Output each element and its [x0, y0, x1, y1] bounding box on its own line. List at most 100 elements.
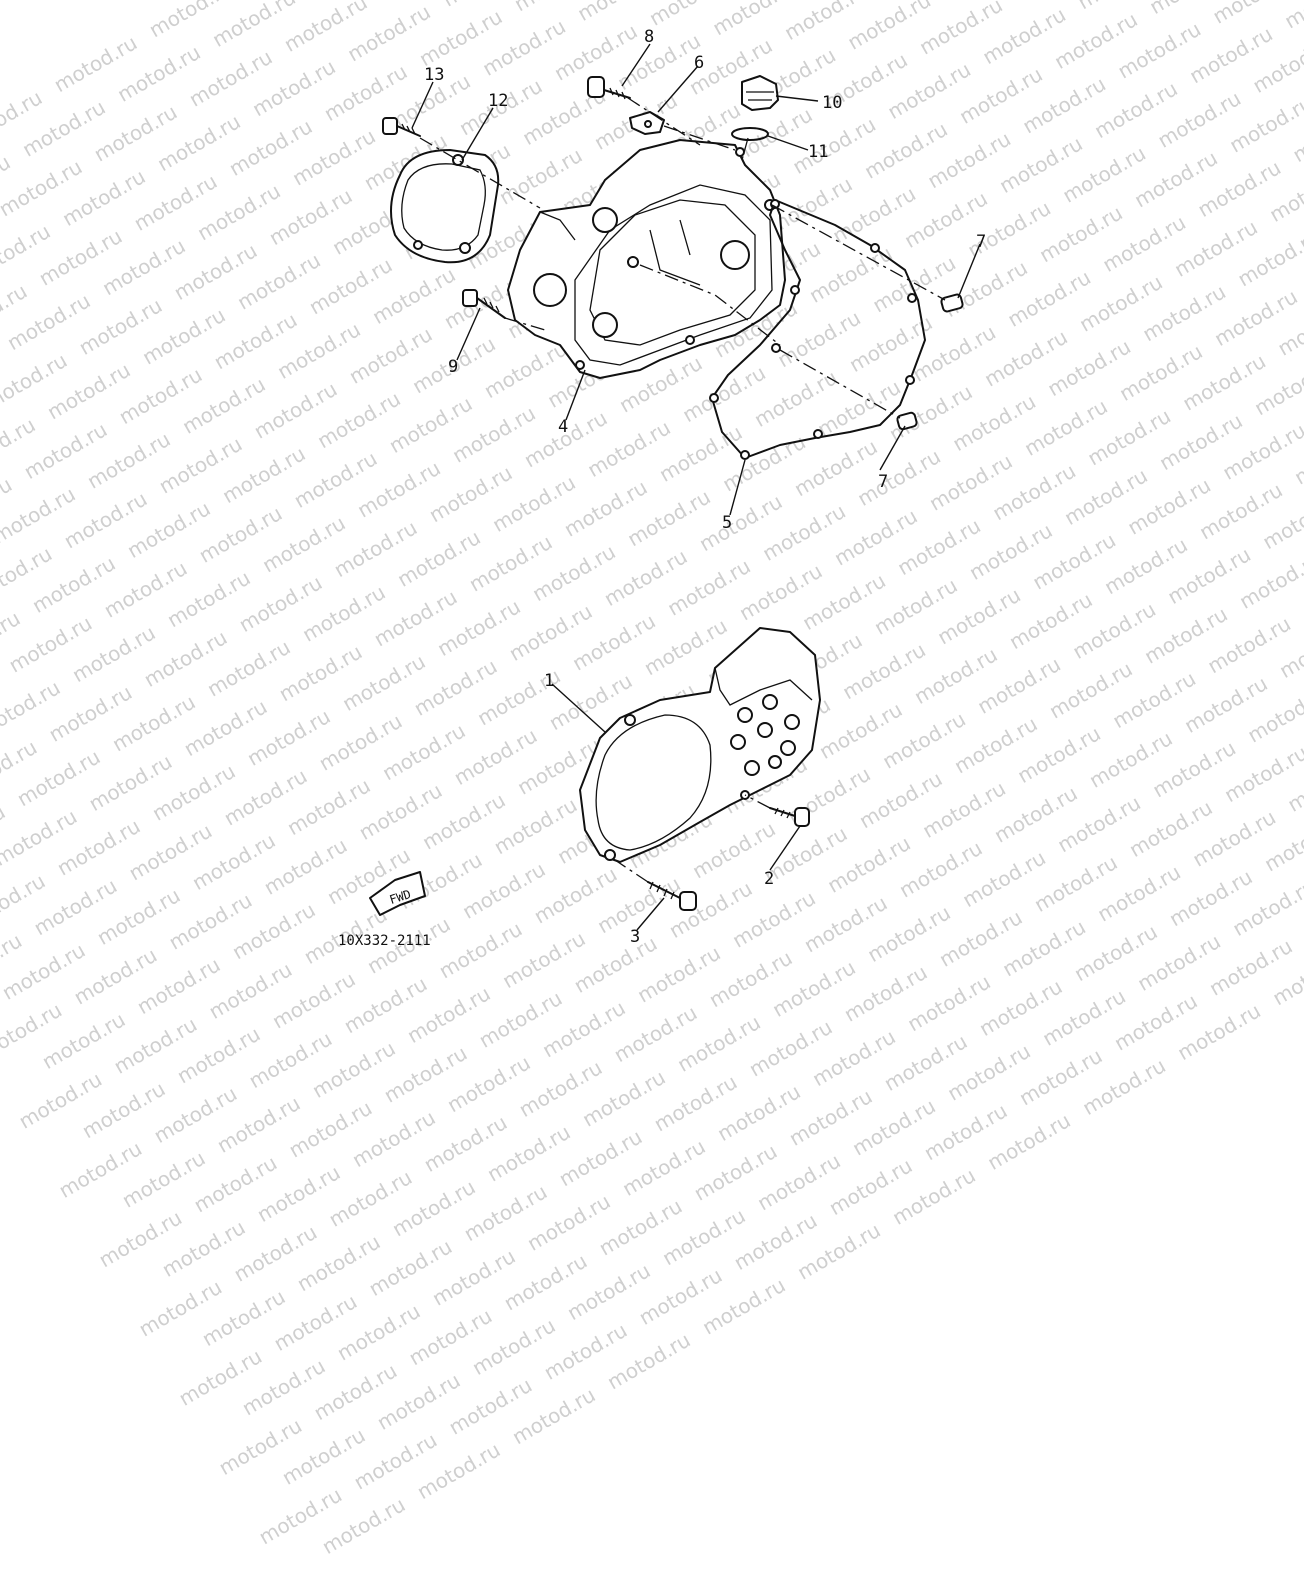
part-2-bolt [769, 807, 810, 827]
watermark-text: motod.ru [729, 1208, 822, 1275]
watermark-text: motod.ru [609, 1000, 702, 1068]
watermark-text: motod.ru [269, 1289, 362, 1356]
watermark-text: motod.ru [189, 1150, 282, 1218]
part-4-crankcase-cover [507, 139, 786, 379]
watermark-text: motod.ru [507, 1382, 600, 1450]
exploded-parts-diagram: 13 12 8 6 10 11 7 7 9 4 5 1 2 3 FWD 10X3… [338, 27, 986, 949]
watermark-text: motod.ru [483, 1119, 575, 1187]
callout-4: 4 [558, 417, 568, 437]
watermark-text: motod.ru [427, 1243, 520, 1311]
callout-7-lower: 7 [878, 472, 888, 492]
watermark-text: motod.ru [77, 1076, 170, 1144]
watermark-text: motod.ru [149, 1081, 242, 1149]
watermark-text: motod.ru [983, 1108, 1075, 1175]
watermark-text: motod.ru [618, 1134, 710, 1201]
watermark-text: motod.ru [523, 1189, 615, 1256]
watermark-text: motod.ru [403, 981, 495, 1048]
watermark-text: motod.ru [634, 1263, 727, 1330]
watermark-text: motod.ru [713, 1079, 805, 1146]
watermark-text: motod.ru [919, 1098, 1012, 1166]
callout-2: 2 [764, 869, 774, 889]
watermark-text: motod.ru [324, 1165, 417, 1232]
watermark-text: motod.ru [974, 974, 1067, 1042]
watermark-text: motod.ru [744, 1014, 837, 1082]
watermark-text: motod.ru [349, 1427, 442, 1495]
watermark-text: motod.ru [212, 1090, 305, 1158]
callout-11: 11 [808, 142, 828, 162]
part-8-bolt [587, 76, 631, 100]
watermark-text: motod.ru [594, 1193, 687, 1261]
fwd-label: FWD [388, 887, 413, 907]
watermark-text: motod.ru [467, 1313, 560, 1380]
fwd-direction-marker: FWD [369, 871, 426, 916]
part-13-bolt [382, 117, 421, 137]
watermark-text: motod.ru [214, 1413, 307, 1481]
callout-3: 3 [630, 927, 640, 947]
watermark-text: motod.ru [197, 1284, 290, 1352]
watermark-text: motod.ru [109, 1012, 202, 1079]
watermark-text: motod.ru [54, 1136, 147, 1203]
part-12-cover [390, 149, 500, 264]
watermark-text: motod.ru [443, 1050, 535, 1118]
callout-6: 6 [694, 53, 704, 73]
watermark-text: motod.ru [563, 1258, 655, 1326]
callout-7-upper: 7 [976, 232, 986, 252]
watermark-text: motod.ru [134, 1274, 227, 1342]
part-10-plug [741, 75, 779, 111]
watermark-text: motod.ru [379, 1040, 472, 1108]
watermark-text: motod.ru [1014, 1043, 1107, 1111]
watermark-text: motod.ru [698, 1272, 790, 1340]
callout-13: 13 [424, 65, 444, 85]
watermark-text: motod.ru [689, 1138, 782, 1206]
watermark-text: motod.ru [244, 1026, 337, 1094]
watermark-text: motod.ru [157, 1215, 250, 1282]
watermark-text: motod.ru [603, 1327, 695, 1395]
watermark-text: motod.ru [824, 1153, 917, 1221]
part-3-bolt [647, 881, 697, 911]
watermark-text: motod.ru [284, 1095, 377, 1163]
watermark-text: motod.ru [753, 1148, 845, 1216]
part-9-bolt [462, 289, 506, 319]
watermark-text: motod.ru [673, 1010, 765, 1077]
watermark-text: motod.ru [1109, 988, 1202, 1056]
watermark-text: motod.ru [309, 1358, 402, 1426]
watermark-text: motod.ru [174, 1344, 267, 1411]
watermark-text: motod.ru [412, 1437, 505, 1505]
watermark-text: motod.ru [1038, 983, 1130, 1051]
watermark-text: motod.ru [474, 986, 567, 1053]
watermark-text: motod.ru [37, 1007, 130, 1074]
watermark-text: motod.ru [237, 1353, 330, 1421]
watermark-text: motod.ru [419, 1110, 512, 1177]
watermark-text: motod.ru [658, 1203, 750, 1271]
watermark-text: motod.ru [254, 1482, 347, 1550]
callout-labels: 13 12 8 6 10 11 7 7 9 4 5 1 2 3 [424, 27, 986, 947]
diagram-code: 10X332-2111 [338, 933, 431, 949]
watermark-text: motod.ru [539, 1318, 632, 1385]
callout-12: 12 [488, 91, 508, 111]
watermark-text: motod.ru [0, 997, 67, 1065]
leader-lines [411, 43, 981, 931]
watermark-text: motod.ru [444, 1372, 537, 1440]
part-7-dowel-upper [940, 293, 964, 313]
watermark-text: motod.ru [307, 1036, 400, 1103]
watermark-text: motod.ru [888, 1163, 980, 1230]
callout-8: 8 [644, 27, 654, 47]
part-1-outer-cover [579, 627, 821, 863]
watermark-text: motod.ru [317, 1492, 410, 1559]
watermark-text: motod.ru [94, 1205, 187, 1273]
watermark-text: motod.ru [277, 1422, 370, 1490]
watermark-text: motod.ru [14, 1066, 107, 1134]
watermark-text: motod.ru [499, 1248, 592, 1316]
watermark-text: motod.ru [459, 1179, 552, 1247]
watermark-text: motod.ru [372, 1368, 465, 1435]
part-6-bracket [629, 111, 665, 135]
watermark-text: motod.ru [292, 1229, 385, 1297]
callout-10: 10 [822, 93, 842, 113]
watermark-text: motod.ru [229, 1219, 322, 1287]
callout-9: 9 [448, 357, 458, 377]
watermark-text: motod.ru [387, 1174, 480, 1242]
watermark-text: motod.ru [808, 1024, 900, 1092]
watermark-text: motod.ru [538, 995, 630, 1063]
watermark-text: motod.ru [554, 1124, 647, 1192]
